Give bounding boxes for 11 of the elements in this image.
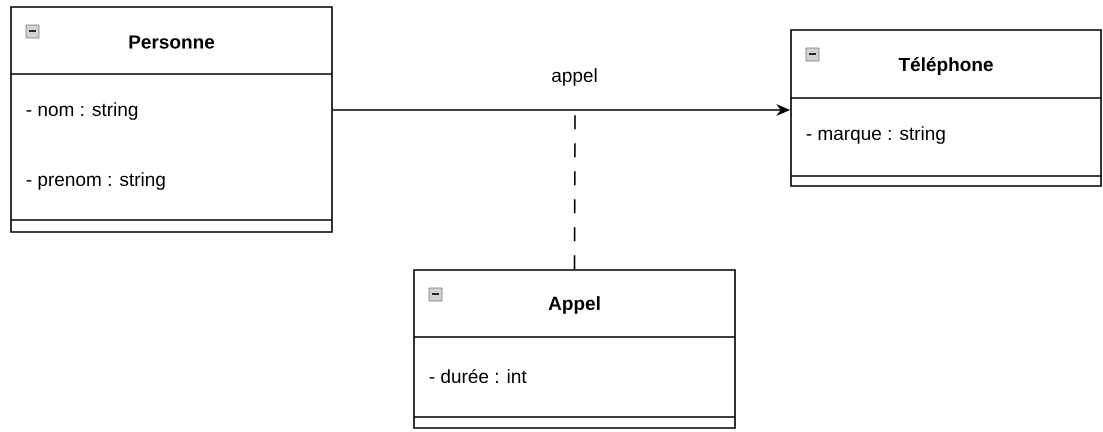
attribute-text: - prenom : string	[26, 172, 165, 190]
attribute-text: - marque : string	[806, 126, 945, 144]
attribute-text: - nom : string	[26, 102, 138, 120]
attribute-text: - durée : int	[429, 368, 527, 384]
class-box	[10, 6, 333, 233]
class-name: Appel	[548, 296, 600, 314]
class-name: Personne	[129, 35, 215, 49]
class-name: Téléphone	[898, 57, 993, 75]
class-box	[790, 29, 1102, 187]
class-box	[413, 269, 736, 429]
edge-label: appel	[549, 66, 600, 88]
